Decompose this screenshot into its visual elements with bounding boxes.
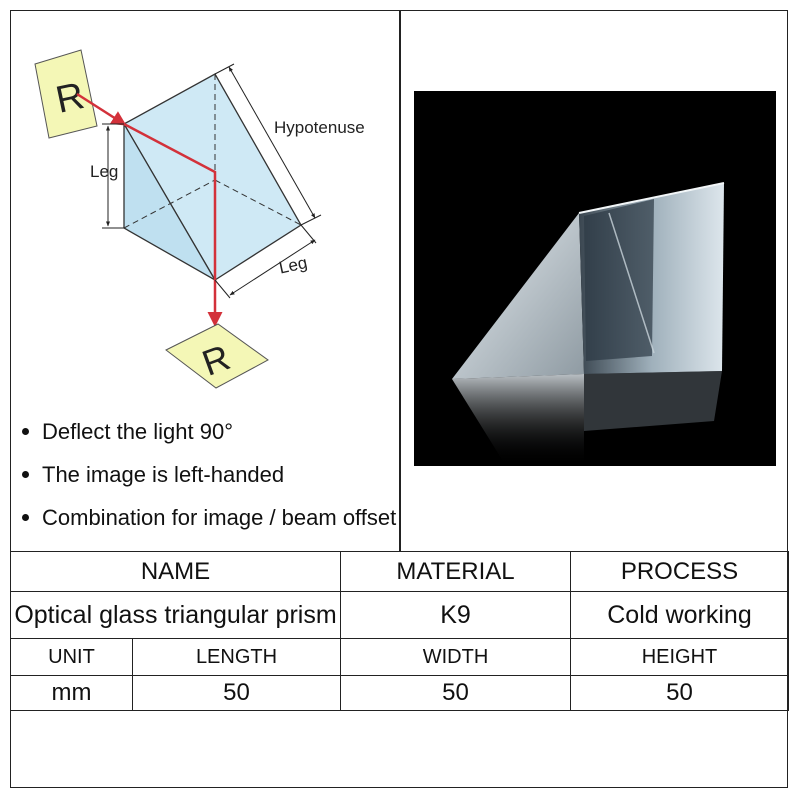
height-header: HEIGHT xyxy=(570,638,789,676)
material-value: K9 xyxy=(340,591,571,639)
feature-text: Deflect the light 90° xyxy=(42,418,234,444)
name-value: Optical glass triangular prism xyxy=(10,591,341,639)
feature-item: Deflect the light 90° xyxy=(22,410,402,453)
light-ray xyxy=(76,92,223,327)
length-value: 50 xyxy=(132,675,341,711)
width-header: WIDTH xyxy=(340,638,571,676)
vertical-divider xyxy=(399,10,401,552)
prism-photo-svg xyxy=(452,182,725,466)
bullet-icon xyxy=(22,471,29,478)
leg-left-dimension: Leg xyxy=(90,123,124,229)
material-header: MATERIAL xyxy=(340,551,571,592)
leg-bottom-label: Leg xyxy=(277,253,309,277)
unit-value: mm xyxy=(10,675,133,711)
bullet-icon xyxy=(22,514,29,521)
prism-diagram: R R Hypotenuse xyxy=(12,12,398,407)
feature-list: Deflect the light 90° The image is left-… xyxy=(22,410,402,539)
feature-text: Combination for image / beam offset xyxy=(42,504,397,530)
height-value: 50 xyxy=(570,675,789,711)
prism-shape xyxy=(123,73,302,282)
name-header: NAME xyxy=(10,551,341,592)
table-row: Optical glass triangular prism K9 Cold w… xyxy=(10,591,789,639)
table-header-row: UNIT LENGTH WIDTH HEIGHT xyxy=(10,638,789,676)
feature-item: Combination for image / beam offset xyxy=(22,496,402,539)
spec-table: NAME MATERIAL PROCESS Optical glass tria… xyxy=(10,551,789,711)
leg-left-label: Leg xyxy=(90,162,118,181)
feature-text: The image is left-handed xyxy=(42,461,285,487)
hypotenuse-dimension: Hypotenuse xyxy=(214,63,365,226)
prism-diagram-svg: R R Hypotenuse xyxy=(34,49,365,389)
table-header-row: NAME MATERIAL PROCESS xyxy=(10,551,789,592)
unit-header: UNIT xyxy=(10,638,133,676)
input-image-card: R xyxy=(34,49,98,139)
process-header: PROCESS xyxy=(570,551,789,592)
blank-area xyxy=(10,712,788,788)
prism-photo xyxy=(414,91,776,466)
length-header: LENGTH xyxy=(132,638,341,676)
feature-item: The image is left-handed xyxy=(22,453,402,496)
hypotenuse-label: Hypotenuse xyxy=(274,118,365,137)
table-row: mm 50 50 50 xyxy=(10,675,789,711)
width-value: 50 xyxy=(340,675,571,711)
process-value: Cold working xyxy=(570,591,789,639)
bullet-icon xyxy=(22,428,29,435)
output-image-card: R xyxy=(165,323,269,389)
